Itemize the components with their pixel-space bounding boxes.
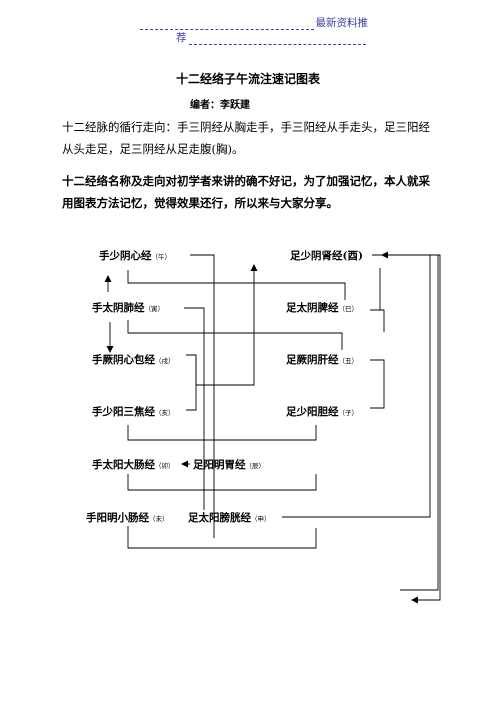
meridian-gallbladder-name: 足少阳胆经 — [286, 406, 339, 418]
meridian-gallbladder: 足少阳胆经（子） — [286, 404, 358, 419]
meridian-lung-branch: （寅） — [144, 305, 165, 313]
meridian-heart-name: 手少阴心经 — [99, 250, 152, 262]
header-text-1: 最新资料推 — [315, 17, 369, 29]
meridian-bladder-branch: （申） — [251, 515, 271, 523]
meridian-sanjiao-name: 手少阳三焦经 — [92, 406, 155, 418]
meridian-kidney-name: 足少阴肾经(酉) — [290, 250, 363, 262]
meridian-liver: 足厥阴肝经（丑） — [286, 352, 358, 367]
meridian-heart-branch: （午） — [151, 253, 172, 261]
flow-line-kidney-to-pericardium — [372, 254, 439, 591]
paragraph-2: 十二经络名称及走向对初学者来讲的确不好记，为了加强记忆，本人就采用图表方法记忆，… — [62, 174, 430, 210]
flow-line-sanjiao-to-gallbladder — [127, 425, 317, 441]
meridian-hand-taiyang: 手太阳大肠经（卯） — [92, 457, 175, 472]
page-header: 最新资料推 荐 — [140, 16, 368, 45]
meridian-stomach: 足阳明胃经（辰） — [193, 457, 265, 472]
meridian-hand-taiyang-branch: （卯） — [155, 462, 175, 470]
flow-line-liver-loop — [370, 359, 385, 409]
flow-line-large-intestine-to-bladder — [127, 526, 317, 549]
flow-line-bladder-to-kidney — [282, 251, 431, 518]
meridian-sanjiao-branch: （亥） — [155, 409, 175, 417]
meridian-hand-yangming: 手阳明小肠经（未） — [86, 510, 169, 525]
flow-line-liver-to-lung — [127, 320, 343, 350]
meridian-pericardium: 手厥阴心包经（戌） — [92, 352, 175, 367]
author-line: 编者：李跃建 — [190, 100, 250, 111]
flow-line-heart-to-small-intestine — [190, 254, 215, 538]
meridian-kidney: 足少阴肾经(酉) — [290, 248, 363, 263]
meridian-lung: 手太阴肺经（寅） — [92, 300, 164, 315]
paragraph-1: 十二经脉的循行走向：手三阴经从胸走手，手三阳经从手走头，足三阳经从头走足，足三阴… — [62, 120, 430, 156]
meridian-liver-branch: （丑） — [338, 357, 359, 365]
flow-line-spleen-return — [370, 268, 381, 311]
meridian-pericardium-branch: （戌） — [155, 357, 175, 365]
meridian-spleen-name: 足太阴脾经 — [286, 302, 339, 314]
meridian-stomach-branch: （辰） — [245, 462, 266, 470]
flow-line-sanjiao-side — [186, 358, 197, 411]
document-title: 十二经络子午流注速记图表 — [175, 72, 320, 86]
meridian-gallbladder-branch: （子） — [338, 409, 359, 417]
flow-line-spleen-to-heart-return — [127, 270, 346, 300]
header-text-2: 荐 — [176, 32, 187, 44]
meridian-heart: 手少阴心经（午） — [99, 248, 171, 263]
meridian-spleen: 足太阴脾经（巳） — [286, 300, 358, 315]
meridian-sanjiao: 手少阳三焦经（亥） — [92, 404, 175, 419]
flow-line-gallbladder-to-small — [127, 474, 317, 491]
meridian-hand-yangming-branch: （未） — [149, 515, 169, 523]
meridian-hand-taiyang-name: 手太阳大肠经 — [92, 459, 155, 471]
meridian-lung-name: 手太阴肺经 — [92, 302, 145, 314]
meridian-spleen-branch: （巳） — [338, 305, 359, 313]
meridian-liver-name: 足厥阴肝经 — [286, 354, 339, 366]
meridian-pericardium-name: 手厥阴心包经 — [92, 354, 155, 366]
meridian-stomach-name: 足阳明胃经 — [193, 459, 246, 471]
flow-line-lung-out — [184, 307, 205, 510]
flow-line-spleen-side — [378, 309, 385, 332]
meridian-bladder-name: 足太阳膀胱经 — [188, 512, 251, 524]
flow-line-kidney-loop — [388, 254, 441, 604]
meridian-bladder: 足太阳膀胱经（申） — [188, 510, 271, 525]
meridian-hand-yangming-name: 手阳明小肠经 — [86, 512, 149, 524]
